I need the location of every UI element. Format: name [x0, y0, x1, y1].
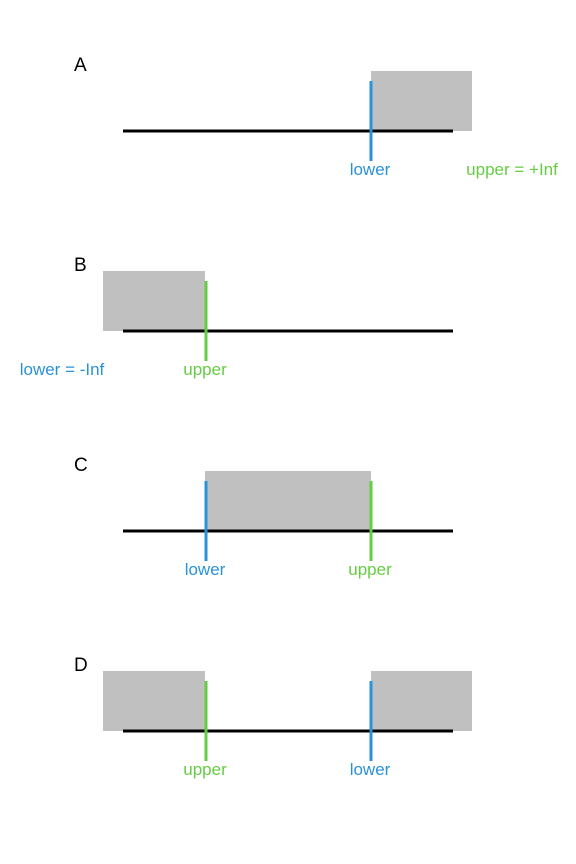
upper-marker-label: upper — [348, 560, 392, 579]
lower-marker-label: lower — [185, 560, 226, 579]
panel-d: D upper lower — [74, 655, 472, 779]
panel-c: C lower upper — [74, 455, 453, 579]
lower-marker-label: lower — [350, 160, 391, 179]
panel-label-a: A — [74, 55, 87, 76]
panel-b: B lower = -Inf upper — [20, 255, 453, 379]
shaded-region-below-upper — [103, 671, 205, 731]
upper-marker-label: upper — [183, 760, 227, 779]
lower-marker-label: lower = -Inf — [20, 360, 105, 379]
shaded-region-between-lower-and-upper — [205, 471, 371, 531]
panel-label-b: B — [74, 255, 87, 276]
shaded-region-below-upper — [103, 271, 205, 331]
shaded-region-above-lower — [371, 71, 472, 131]
upper-marker-label: upper — [183, 360, 227, 379]
upper-marker-label: upper = +Inf — [466, 160, 558, 179]
panel-label-c: C — [74, 455, 88, 476]
panel-a: A lower upper = +Inf — [74, 55, 558, 179]
panel-label-d: D — [74, 655, 88, 676]
shaded-region-above-lower — [371, 671, 472, 731]
lower-marker-label: lower — [350, 760, 391, 779]
